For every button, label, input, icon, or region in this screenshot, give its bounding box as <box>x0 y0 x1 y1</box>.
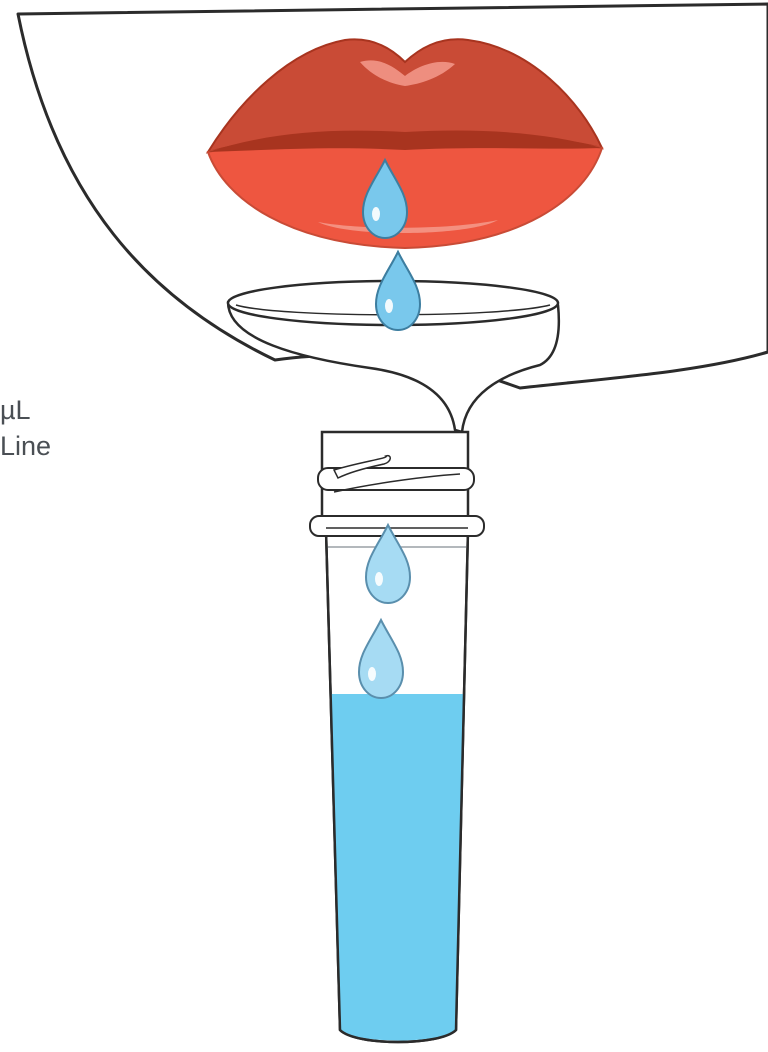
collection-tube-icon <box>310 432 484 1042</box>
tube-liquid <box>330 694 463 1041</box>
